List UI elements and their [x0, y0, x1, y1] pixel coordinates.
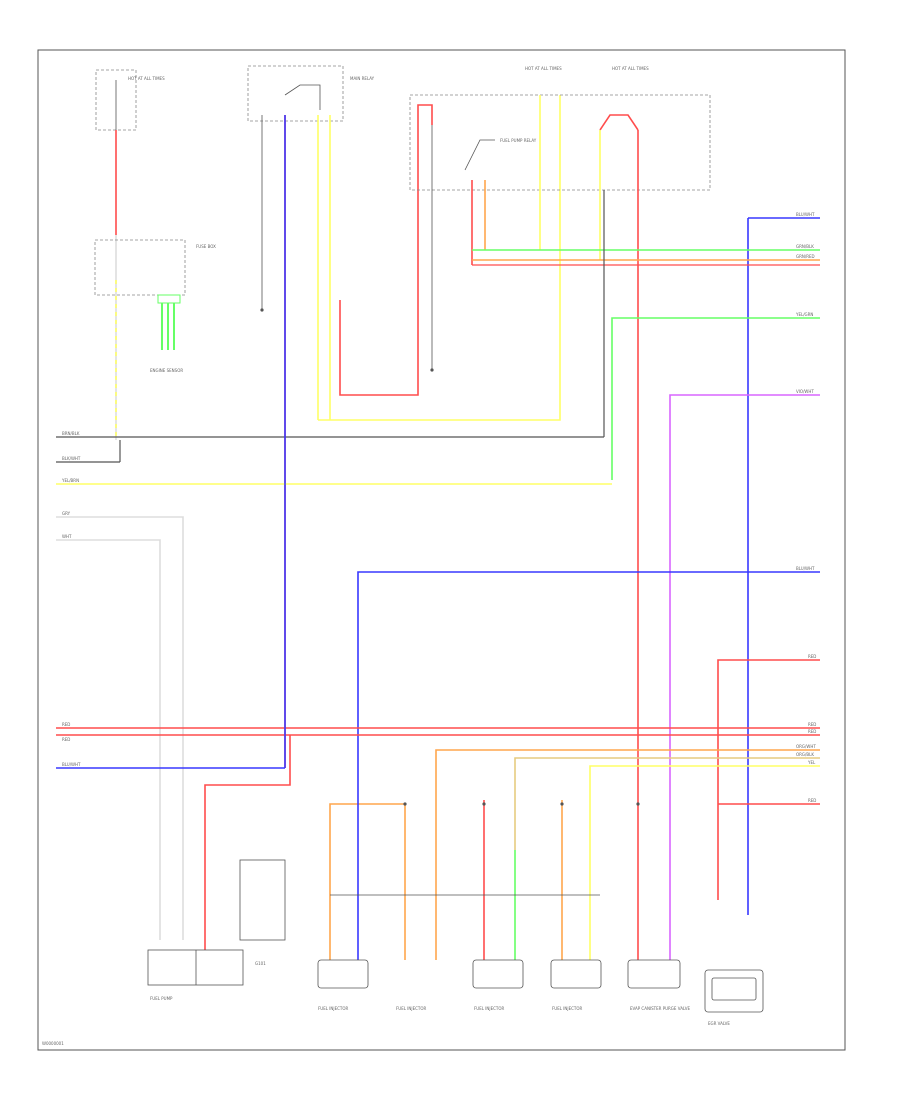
- injector-area: [329, 800, 671, 960]
- wire-label-right-grn-1: GRN/BLK: [796, 244, 814, 249]
- footer-code: W0000001: [42, 1041, 64, 1046]
- fuse-right-1-label: HOT AT ALL TIMES: [525, 66, 562, 71]
- fuel-pump-label: FUEL PUMP: [150, 996, 173, 1001]
- injector-1: FUEL INJECTOR: [317, 959, 369, 1011]
- wire-label-left-red-2: RED: [62, 737, 70, 742]
- wire-label-right-red-2: RED: [808, 722, 816, 727]
- wire-label-right-grn-2: GRN/RED: [796, 254, 815, 259]
- relay-2-label: FUEL PUMP RELAY: [500, 138, 537, 143]
- ground-1-label: G101: [255, 961, 266, 966]
- wire-label-left-wht: WHT: [62, 534, 72, 539]
- inj-4-label: FUEL INJECTOR: [552, 1006, 583, 1011]
- relay-1: MAIN RELAY: [247, 65, 375, 768]
- wire-label-right-red-1: RED: [808, 654, 816, 659]
- inj-3-label: FUEL INJECTOR: [474, 1006, 505, 1011]
- relay-1-label: MAIN RELAY: [350, 76, 375, 81]
- wire-label-left-gry: GRY: [62, 511, 71, 516]
- egr-valve: EGR VALVE: [704, 969, 764, 1026]
- green-connector: ENGINE SENSOR: [150, 294, 183, 373]
- inj-2-label: FUEL INJECTOR: [396, 1006, 427, 1011]
- wire-label-left-blk: BLK/WHT: [62, 456, 81, 461]
- wire-label-right-org-2: ORG/BLK: [796, 752, 814, 757]
- fuse-top-left-label: HOT AT ALL TIMES: [128, 76, 165, 81]
- wire-label-right-org-1: ORG/WHT: [796, 744, 816, 749]
- wire-label-left-red-1: RED: [62, 722, 70, 727]
- wire-label-right-yel-1: YEL/GRN: [795, 312, 813, 317]
- wire-label-left-yel: YEL/BRN: [61, 478, 79, 483]
- wire-label-left-brn: BRN/BLK: [62, 431, 80, 436]
- evap-valve: EVAP CANISTER PURGE VALVE: [627, 959, 690, 1011]
- fuel-pump-box: FUEL PUMP: [147, 949, 244, 1001]
- sensor-group-label: ENGINE SENSOR: [150, 368, 183, 373]
- wire-label-right-red-4: RED: [808, 798, 816, 803]
- wire-label-right-blu-2: BLU/WHT: [796, 566, 815, 571]
- wire-label-right-blu-1: BLU/WHT: [796, 212, 815, 217]
- ground-g101: G101: [239, 859, 286, 966]
- top-left-fuse-group: HOT AT ALL TIMES FUSE BOX: [94, 69, 216, 440]
- fuse-mid-left-label: FUSE BOX: [196, 244, 216, 249]
- red-loop-wire: [339, 104, 433, 396]
- injector-4: FUEL INJECTOR: [550, 959, 602, 1011]
- injector-3: FUEL INJECTOR: [472, 959, 524, 1011]
- yellow-return-wire: [318, 95, 561, 421]
- fuse-right-2-label: HOT AT ALL TIMES: [612, 66, 649, 71]
- relay-2: FUEL PUMP RELAY HOT AT ALL TIMES HOT AT …: [409, 66, 711, 800]
- wire-label-right-yel-2: YEL: [807, 760, 816, 765]
- inj-1-label: FUEL INJECTOR: [318, 1006, 349, 1011]
- wire-label-right-red-3: RED: [808, 729, 816, 734]
- diagram-frame: [37, 49, 846, 1051]
- injector-2: FUEL INJECTOR: [396, 1006, 427, 1011]
- wire-label-left-blu: BLU/WHT: [62, 762, 81, 767]
- evap-label: EVAP CANISTER PURGE VALVE: [630, 1006, 690, 1011]
- wire-label-right-vio-1: VIO/WHT: [796, 389, 814, 394]
- sensor-right-label: EGR VALVE: [708, 1021, 730, 1026]
